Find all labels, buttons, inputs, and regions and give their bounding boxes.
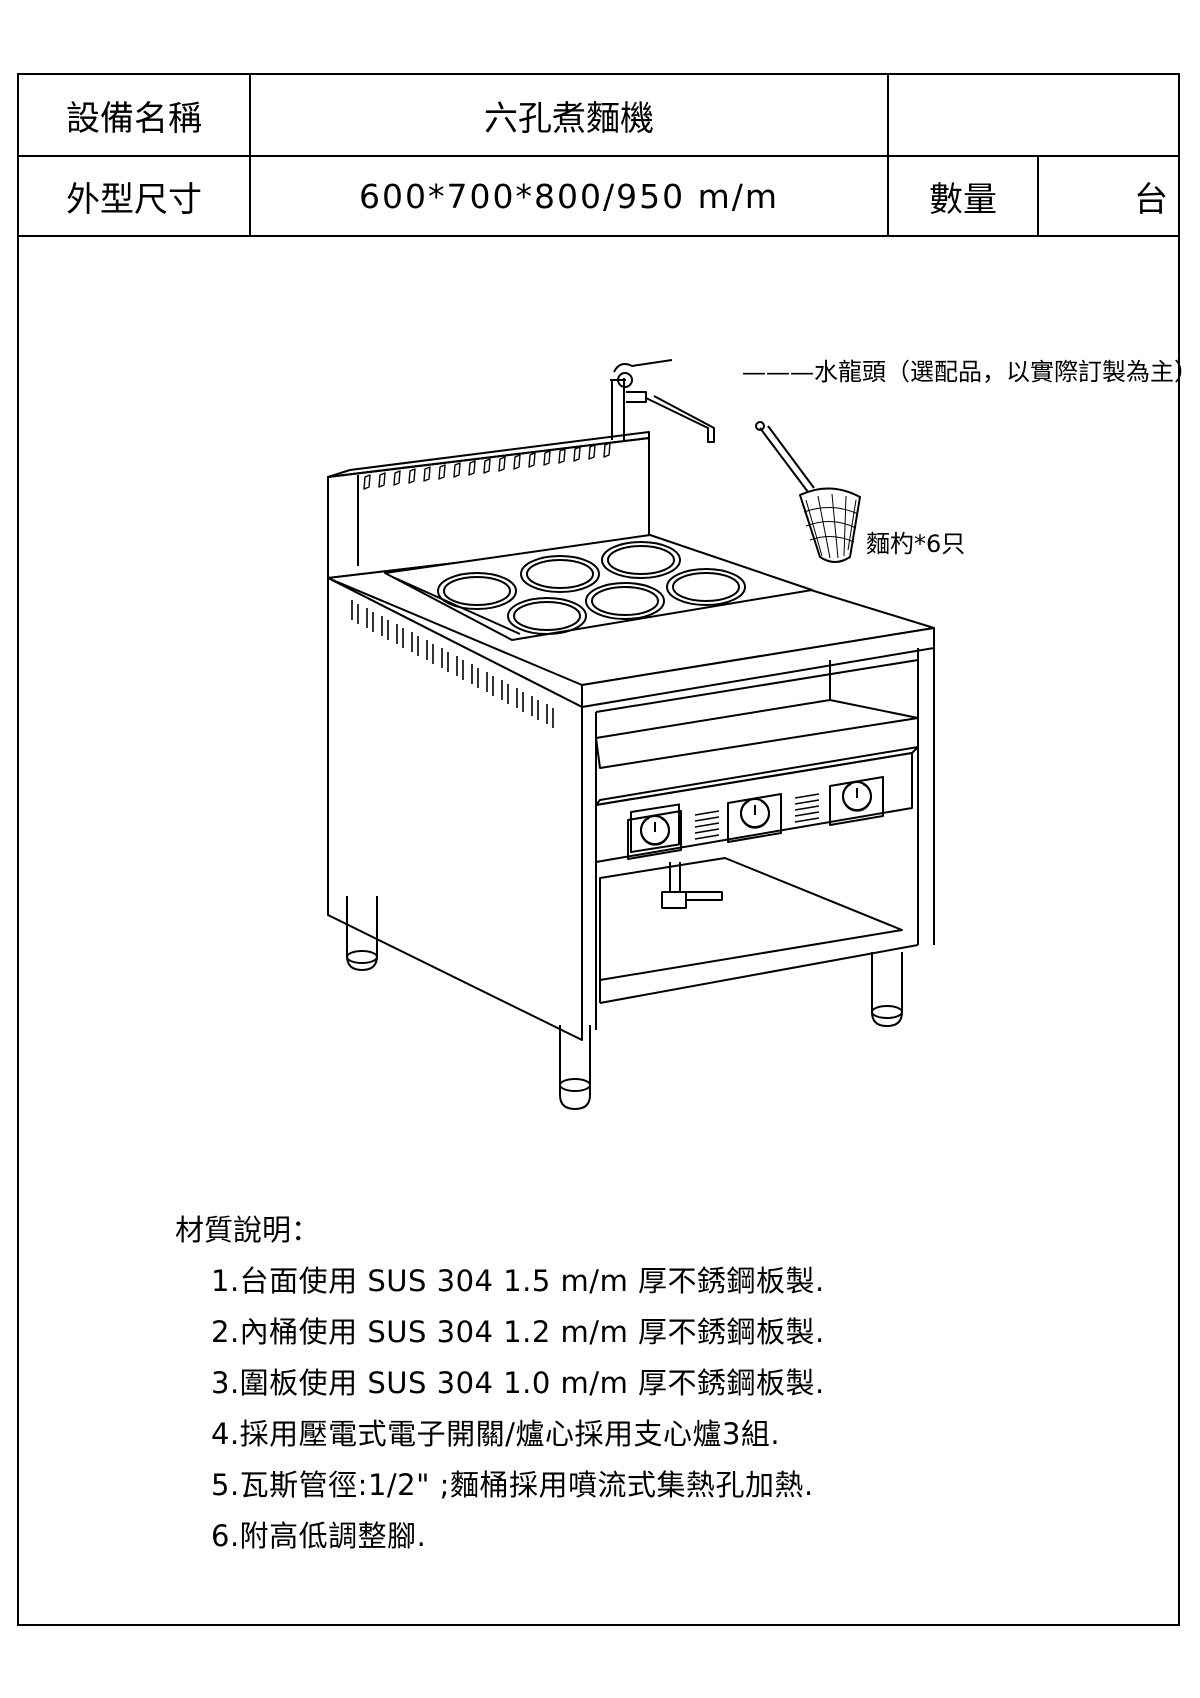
- material-item-3: 3.圍板使用 SUS 304 1.0 m/m 厚不銹鋼板製.: [211, 1366, 825, 1400]
- header-row-name: 設備名稱 六孔煮麵機: [19, 75, 1178, 157]
- dimension-value: 600*700*800/950 m/m: [251, 157, 889, 235]
- equipment-name-value: 六孔煮麵機: [251, 75, 889, 155]
- equipment-name-label: 設備名稱: [19, 75, 251, 155]
- material-item-5: 5.瓦斯管徑:1/2" ;麵桶採用噴流式集熱孔加熱.: [211, 1468, 814, 1502]
- material-item-4: 4.採用壓電式電子開關/爐心採用支心爐3組.: [211, 1417, 781, 1451]
- dimension-label: 外型尺寸: [19, 157, 251, 235]
- material-item-2: 2.內桶使用 SUS 304 1.2 m/m 厚不銹鋼板製.: [211, 1315, 825, 1349]
- quantity-label: 數量: [889, 157, 1039, 235]
- faucet-label: ———水龍頭（選配品，以實際訂製為主）: [742, 358, 1198, 386]
- basket-label: 麵杓*6只: [866, 530, 965, 558]
- material-item-1: 1.台面使用 SUS 304 1.5 m/m 厚不銹鋼板製.: [211, 1264, 825, 1298]
- header-row-size: 外型尺寸 600*700*800/950 m/m 數量 台: [19, 157, 1178, 237]
- material-item-6: 6.附高低調整腳.: [211, 1519, 427, 1553]
- materials-notes: 材質說明： 1.台面使用 SUS 304 1.5 m/m 厚不銹鋼板製. 2.內…: [175, 1205, 825, 1562]
- spec-sheet: 設備名稱 六孔煮麵機 外型尺寸 600*700*800/950 m/m 數量 台: [17, 73, 1180, 1626]
- materials-title: 材質說明：: [175, 1213, 321, 1247]
- quantity-unit: 台: [1134, 179, 1168, 220]
